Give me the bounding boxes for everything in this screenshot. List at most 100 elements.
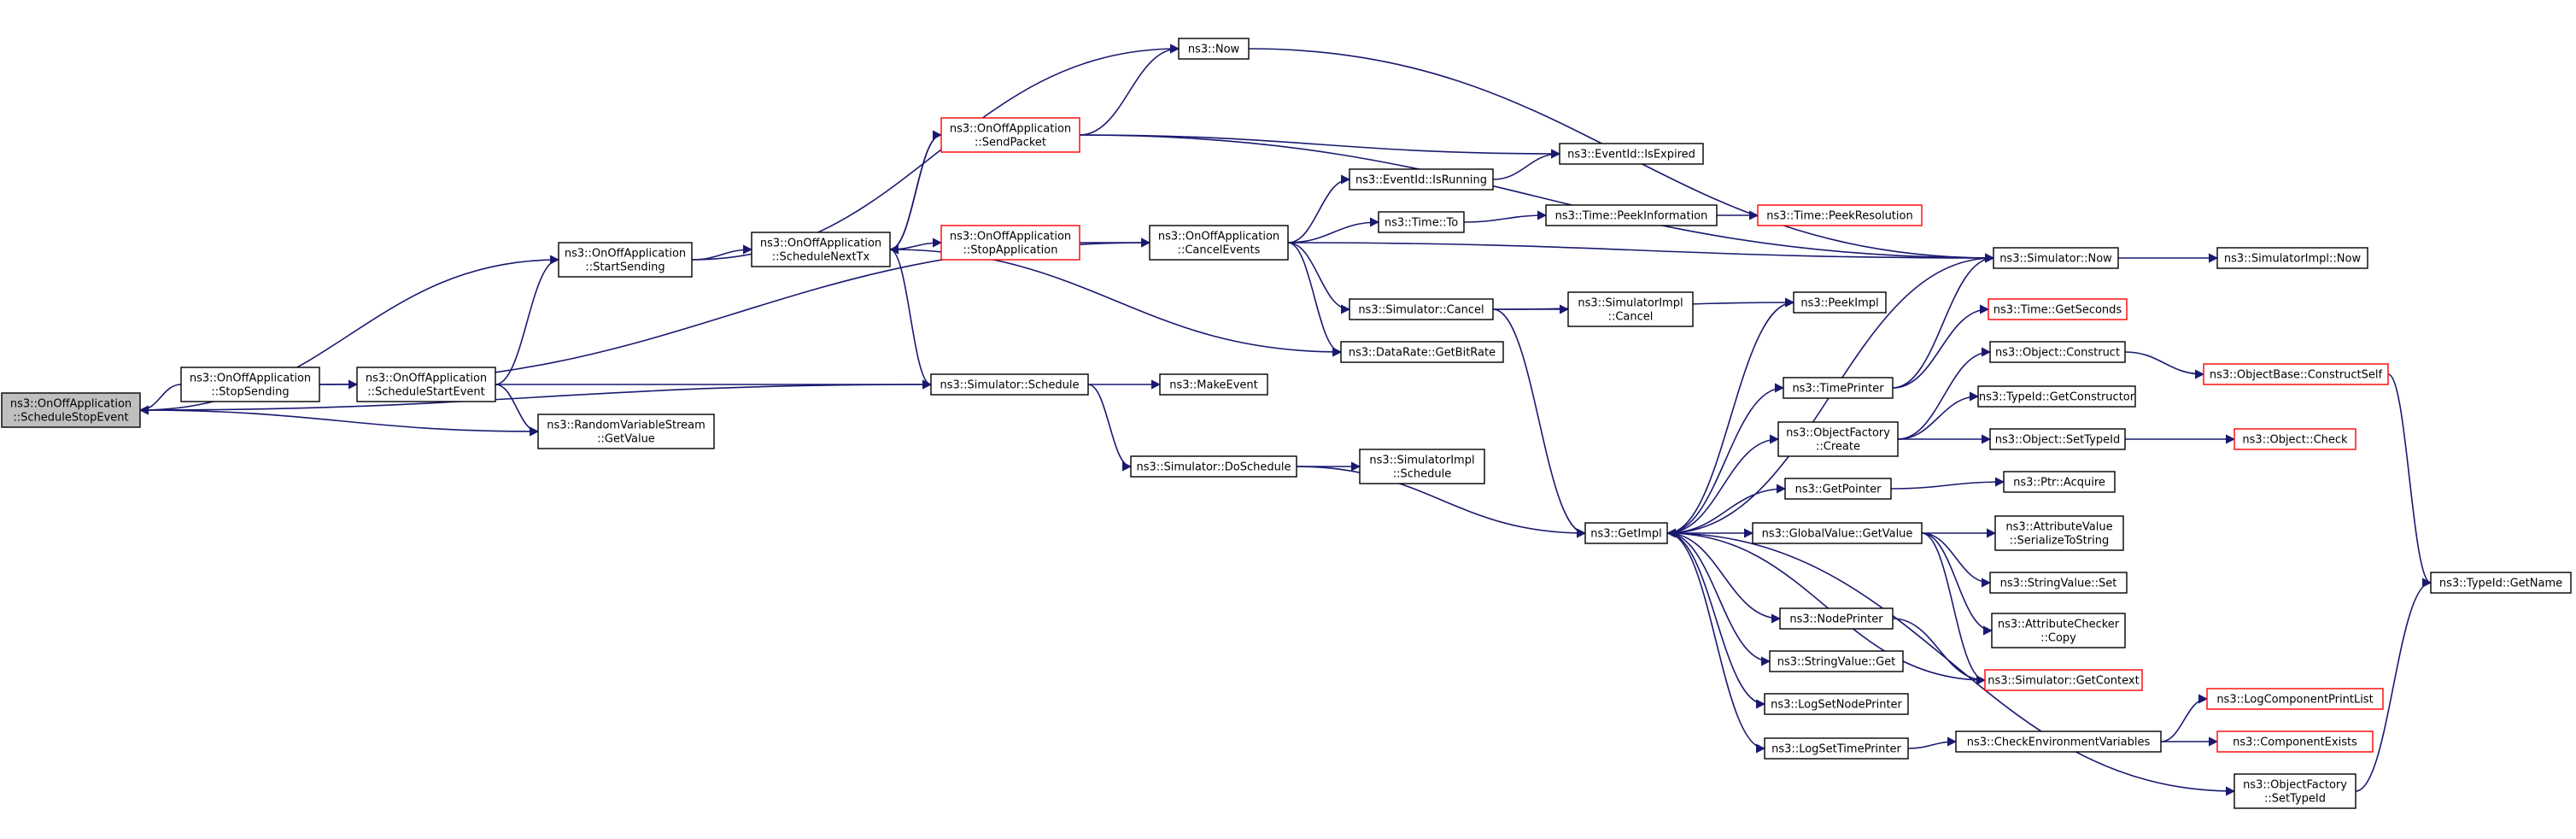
edge-object-factory-create-to-type-id-get-constructor <box>1897 391 1980 440</box>
node-box <box>1340 341 1504 363</box>
node-object-factory-create[interactable]: ns3::ObjectFactory::Create <box>1777 421 1899 457</box>
node-label: ::SetTypeId <box>2264 793 2326 806</box>
edge-get-impl-to-get-pointer <box>1666 484 1787 534</box>
node-random-variable-stream-get-value[interactable]: ns3::RandomVariableStream::GetValue <box>537 414 715 449</box>
node-event-id-is-running[interactable]: ns3::EventId::IsRunning <box>1349 168 1494 191</box>
node-label: ns3::OnOffApplication <box>760 238 881 250</box>
node-string-value-set[interactable]: ns3::StringValue::Set <box>1989 572 2128 594</box>
edge-get-impl-to-peek-impl <box>1666 297 1795 534</box>
node-attribute-checker-copy[interactable]: ns3::AttributeChecker::Copy <box>1991 613 2126 648</box>
node-type-id-get-constructor[interactable]: ns3::TypeId::GetConstructor <box>1977 385 2136 408</box>
node-box <box>1769 650 1904 672</box>
node-box <box>180 367 320 402</box>
node-node-printer[interactable]: ns3::NodePrinter <box>1779 607 1894 630</box>
node-label: ns3::Simulator::DoSchedule <box>1136 461 1291 474</box>
node-box <box>1559 143 1704 165</box>
node-label: ::Schedule <box>1393 468 1452 481</box>
node-attribute-value-serialize-to-string[interactable]: ns3::AttributeValue::SerializeToString <box>1994 515 2124 551</box>
node-box <box>1779 607 1894 630</box>
edge-schedule-start-event-to-start-sending <box>495 255 560 385</box>
node-peek-impl[interactable]: ns3::PeekImpl <box>1793 291 1887 314</box>
node-simulator-impl-now[interactable]: ns3::SimulatorImpl::Now <box>2216 247 2368 269</box>
edge-schedule-next-tx-to-data-rate-get-bit-rate <box>889 249 1343 357</box>
node-box <box>2216 247 2368 269</box>
node-cancel-events[interactable]: ns3::OnOffApplication::CancelEvents <box>1149 225 1289 261</box>
node-label: ns3::TimePrinter <box>1792 383 1884 396</box>
node-time-get-seconds[interactable]: ns3::Time::GetSeconds <box>1988 298 2128 320</box>
node-label: ns3::ObjectFactory <box>2243 779 2347 792</box>
node-time-to[interactable]: ns3::Time::To <box>1378 211 1465 233</box>
node-simulator-get-context[interactable]: ns3::Simulator::GetContext <box>1984 669 2143 691</box>
node-box <box>1977 385 2136 408</box>
node-box <box>1994 515 2124 551</box>
node-label: ns3::NodePrinter <box>1789 613 1883 626</box>
node-check-environment-variables[interactable]: ns3::CheckEnvironmentVariables <box>1955 730 2162 753</box>
node-object-factory-set-type-id[interactable]: ns3::ObjectFactory::SetTypeId <box>2234 773 2356 809</box>
node-box <box>1149 225 1289 261</box>
node-label: ns3::GetPointer <box>1795 484 1882 496</box>
node-box <box>2003 471 2116 493</box>
node-simulator-do-schedule[interactable]: ns3::Simulator::DoSchedule <box>1130 455 1297 478</box>
node-label: ns3::Object::Check <box>2242 434 2348 447</box>
node-label: ::ScheduleStartEvent <box>367 386 485 399</box>
call-nodes: ns3::OnOffApplication::ScheduleStopEvent… <box>1 38 2572 809</box>
node-schedule-stop-event[interactable]: ns3::OnOffApplication::ScheduleStopEvent <box>1 392 141 428</box>
node-log-set-time-printer[interactable]: ns3::LogSetTimePrinter <box>1764 737 1909 760</box>
node-schedule-next-tx[interactable]: ns3::OnOffApplication::ScheduleNextTx <box>751 232 891 267</box>
node-simulator-schedule[interactable]: ns3::Simulator::Schedule <box>930 373 1089 396</box>
node-label: ns3::SimulatorImpl::Now <box>2224 253 2362 266</box>
node-box <box>1178 38 1250 60</box>
node-log-component-print-list[interactable]: ns3::LogComponentPrintList <box>2206 688 2384 710</box>
node-label: ns3::TypeId::GetName <box>2439 578 2562 590</box>
node-label: ::CancelEvents <box>1178 244 1261 257</box>
node-type-id-get-name[interactable]: ns3::TypeId::GetName <box>2430 572 2572 594</box>
node-label: ns3::ComponentExists <box>2233 736 2357 749</box>
node-event-id-is-expired[interactable]: ns3::EventId::IsExpired <box>1559 143 1704 165</box>
node-box <box>1 392 141 428</box>
node-box <box>1783 377 1894 399</box>
node-get-impl[interactable]: ns3::GetImpl <box>1584 522 1668 544</box>
node-time-peek-resolution[interactable]: ns3::Time::PeekResolution <box>1757 204 1923 226</box>
node-make-event[interactable]: ns3::MakeEvent <box>1159 373 1268 396</box>
node-stop-application[interactable]: ns3::OnOffApplication::StopApplication <box>940 225 1080 261</box>
node-string-value-get[interactable]: ns3::StringValue::Get <box>1769 650 1904 672</box>
node-label: ns3::LogComponentPrintList <box>2216 694 2373 707</box>
edge-start-sending-to-now <box>691 44 1180 261</box>
node-box <box>751 232 891 267</box>
node-time-printer[interactable]: ns3::TimePrinter <box>1783 377 1894 399</box>
node-time-peek-information[interactable]: ns3::Time::PeekInformation <box>1545 204 1718 226</box>
node-object-set-type-id[interactable]: ns3::Object::SetTypeId <box>1989 428 2126 450</box>
node-now[interactable]: ns3::Now <box>1178 38 1250 60</box>
node-component-exists[interactable]: ns3::ComponentExists <box>2216 730 2374 753</box>
node-schedule-start-event[interactable]: ns3::OnOffApplication::ScheduleStartEven… <box>356 367 496 402</box>
edge-send-packet-to-simulator-now <box>1079 134 1995 263</box>
node-object-base-construct-self[interactable]: ns3::ObjectBase::ConstructSelf <box>2203 363 2389 385</box>
edge-get-impl-to-time-printer <box>1666 383 1785 534</box>
node-ptr-acquire[interactable]: ns3::Ptr::Acquire <box>2003 471 2116 493</box>
node-label: ns3::PeekImpl <box>1800 297 1878 310</box>
node-simulator-now[interactable]: ns3::Simulator::Now <box>1993 247 2119 269</box>
node-get-pointer[interactable]: ns3::GetPointer <box>1784 478 1892 500</box>
node-simulator-impl-schedule[interactable]: ns3::SimulatorImpl::Schedule <box>1359 449 1485 484</box>
node-box <box>1764 737 1909 760</box>
node-label: ns3::OnOffApplication <box>950 123 1071 136</box>
edge-simulator-get-context-to-get-impl <box>1666 528 1986 681</box>
node-stop-sending[interactable]: ns3::OnOffApplication::StopSending <box>180 367 320 402</box>
node-simulator-cancel[interactable]: ns3::Simulator::Cancel <box>1349 298 1494 320</box>
edge-schedule-start-event-to-random-variable-stream-get-value <box>495 384 540 437</box>
node-label: ::Cancel <box>1608 311 1654 324</box>
node-box <box>930 373 1089 396</box>
node-box <box>940 117 1080 153</box>
node-data-rate-get-bit-rate[interactable]: ns3::DataRate::GetBitRate <box>1340 341 1504 363</box>
node-log-set-node-printer[interactable]: ns3::LogSetNodePrinter <box>1764 693 1909 715</box>
node-global-value-get-value[interactable]: ns3::GlobalValue::GetValue <box>1752 522 1923 544</box>
node-label: ns3::StringValue::Get <box>1777 656 1895 669</box>
node-object-construct[interactable]: ns3::Object::Construct <box>1989 341 2126 363</box>
node-send-packet[interactable]: ns3::OnOffApplication::SendPacket <box>940 117 1080 153</box>
node-simulator-impl-cancel[interactable]: ns3::SimulatorImpl::Cancel <box>1567 291 1694 327</box>
node-object-check[interactable]: ns3::Object::Check <box>2234 428 2356 450</box>
node-label: ns3::Time::To <box>1385 217 1458 230</box>
node-label: ns3::OnOffApplication <box>190 373 311 385</box>
edge-simulator-cancel-to-get-impl <box>1492 308 1587 538</box>
node-start-sending[interactable]: ns3::OnOffApplication::StartSending <box>558 242 693 278</box>
